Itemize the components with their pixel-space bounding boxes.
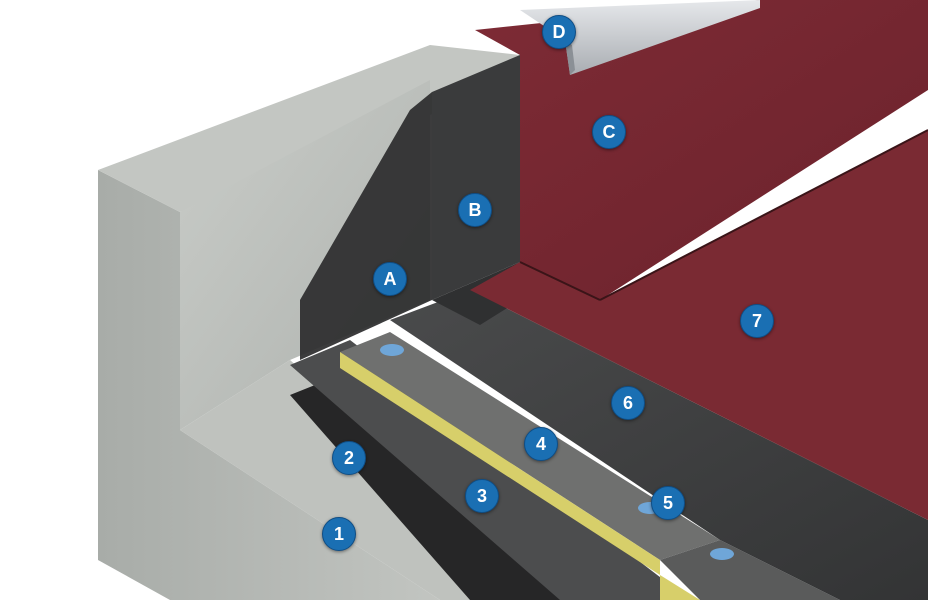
vapour-barrier-layer <box>290 340 690 600</box>
marker-7: 7 <box>740 304 774 338</box>
cap-sheet-field <box>470 130 928 520</box>
marker-D: D <box>542 15 576 49</box>
marker-C: C <box>592 115 626 149</box>
insulation-yellow-edge-2 <box>660 540 840 600</box>
marker-A: A <box>373 262 407 296</box>
marker-5: 5 <box>651 486 685 520</box>
cap-sheet-upstand <box>475 0 928 300</box>
marker-2: 2 <box>332 441 366 475</box>
concrete-wall-inner <box>180 80 430 430</box>
marker-4: 4 <box>524 427 558 461</box>
marker-B: B <box>458 193 492 227</box>
metal-profile-lip <box>565 40 575 75</box>
fastener-bottom <box>710 548 734 560</box>
concrete-wall-side <box>98 45 520 212</box>
base-membrane-layer <box>390 290 928 600</box>
cap-sheet-seam-2 <box>519 261 601 301</box>
marker-1: 1 <box>322 517 356 551</box>
metal-profile <box>520 0 760 75</box>
insulation-yellow-edge-3 <box>660 575 700 600</box>
marker-6: 6 <box>611 386 645 420</box>
upstand-membrane <box>432 55 520 300</box>
insulation-yellow-edge <box>340 352 660 575</box>
concrete-slab-front <box>98 170 440 600</box>
marker-3: 3 <box>465 479 499 513</box>
cap-sheet-seam <box>599 129 928 301</box>
fastener-top <box>380 344 404 356</box>
